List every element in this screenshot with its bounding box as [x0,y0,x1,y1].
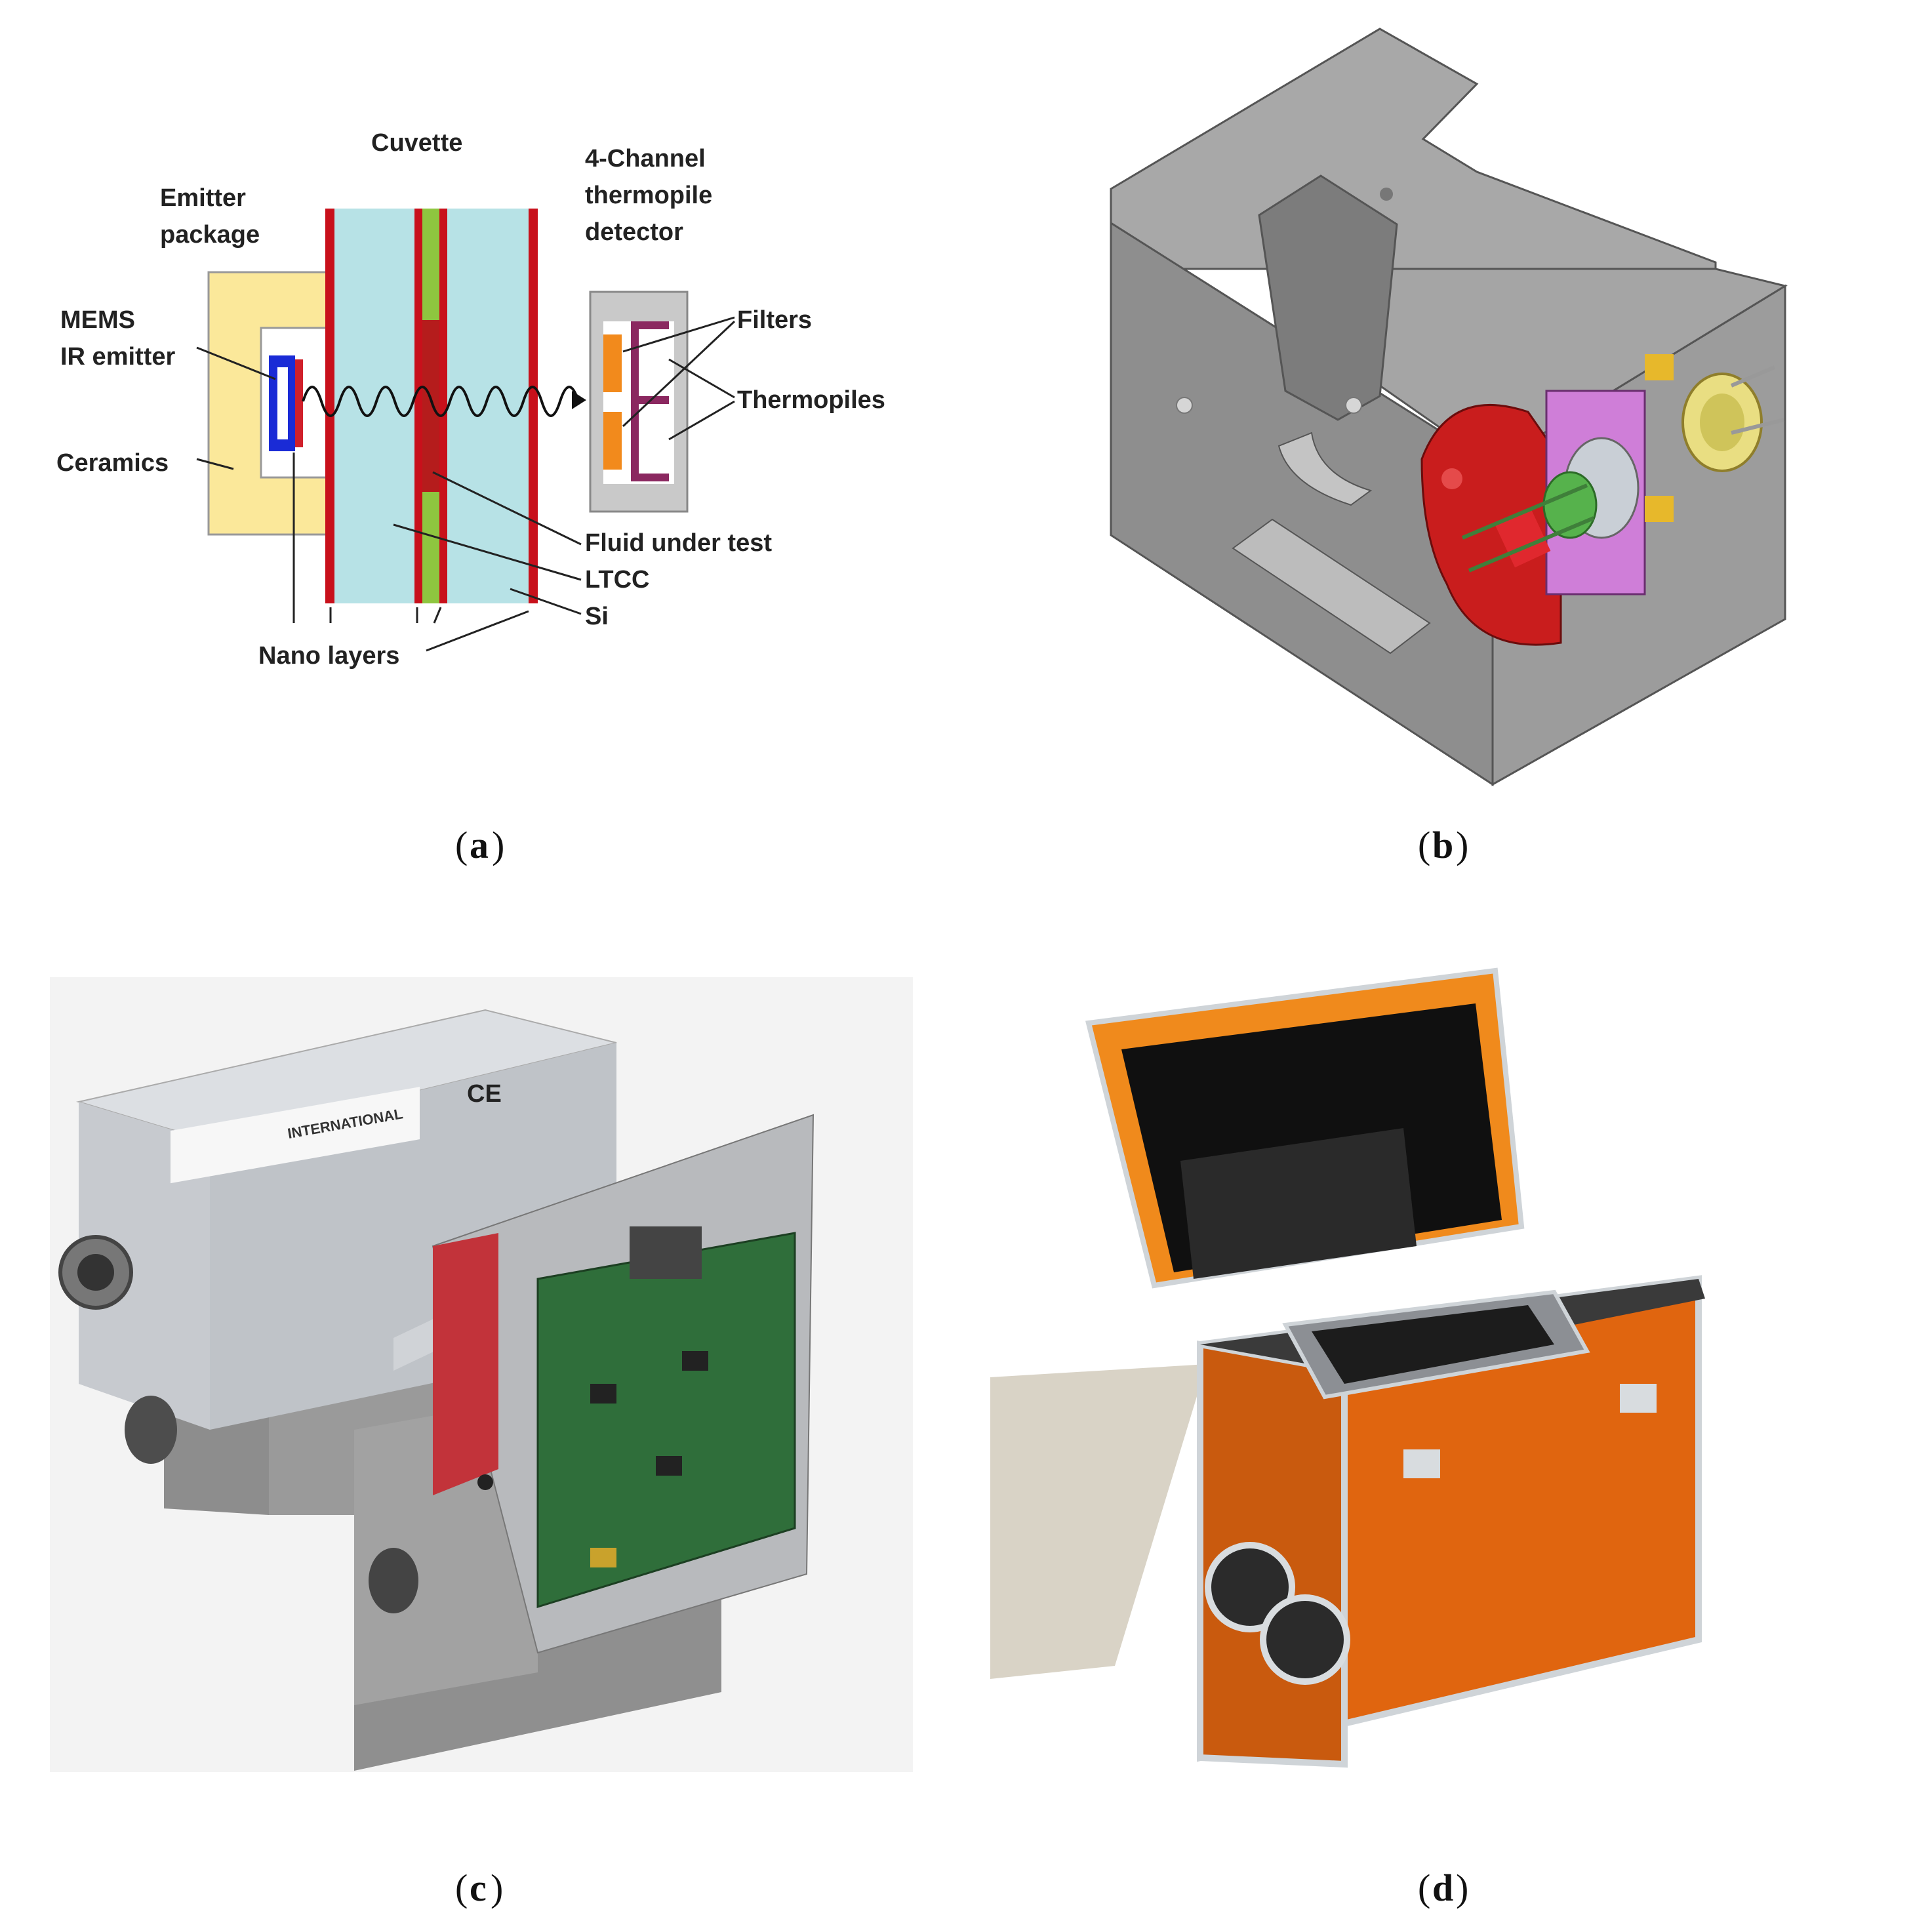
label-detector-3: detector [585,218,683,246]
si-layer-mid-left [414,209,422,603]
si-layer-right [529,209,538,603]
ir-wave-arrow [572,391,586,409]
filter-top [603,334,622,392]
label-ceramics: Ceramics [56,449,169,477]
ltcc-strip-bottom [422,492,439,603]
caption-c: c [470,1867,487,1909]
label-thermopiles: Thermopiles [737,386,885,414]
filter-bottom [603,412,622,470]
label-si: Si [585,603,609,630]
caption-d: d [1432,1867,1453,1909]
label-mems-2: IR emitter [60,343,175,371]
caption-c-close: ) [491,1867,503,1909]
ce-mark: CE [467,1080,502,1108]
label-detector-2: thermopile [585,182,712,209]
caption-d-open: ( [1418,1867,1430,1909]
label-ltcc: LTCC [585,566,650,594]
caption-d-close: ) [1456,1867,1468,1909]
emitter-window [295,359,303,447]
label-cuvette: Cuvette [371,129,462,157]
si-layer-left [325,209,334,603]
label-emitter-package-2: package [160,221,260,249]
panel-c-sensor-photo: CE INTERNATIONAL [50,977,913,1772]
captions: ( a ) ( b ) ( c ) ( d ) [455,824,1468,1909]
caption-b-close: ) [1456,824,1468,866]
si-layer-mid-right [439,209,447,603]
caption-a-close: ) [492,824,504,866]
label-filters: Filters [737,306,812,334]
ltcc-strip-top [422,209,439,320]
label-nano-layers: Nano layers [258,642,399,670]
fluid-under-test [422,320,439,492]
label-emitter-package-1: Emitter [160,184,246,212]
label-detector-1: 4-Channel [585,145,706,172]
caption-a-open: ( [455,824,468,866]
leader-lines [196,316,736,652]
ir-wave [302,386,580,417]
label-fluid: Fluid under test [585,529,772,557]
panel-b-cad-cutaway [1110,28,1788,786]
caption-a: a [470,824,489,866]
label-mems-1: MEMS [60,306,135,334]
panel-a-schematic: Cuvette Emitter package MEMS IR emitter … [56,129,885,670]
caption-b: b [1432,824,1453,866]
caption-b-open: ( [1418,824,1430,866]
caption-c-open: ( [455,1867,468,1909]
panel-d-orange-case [990,967,1705,1768]
